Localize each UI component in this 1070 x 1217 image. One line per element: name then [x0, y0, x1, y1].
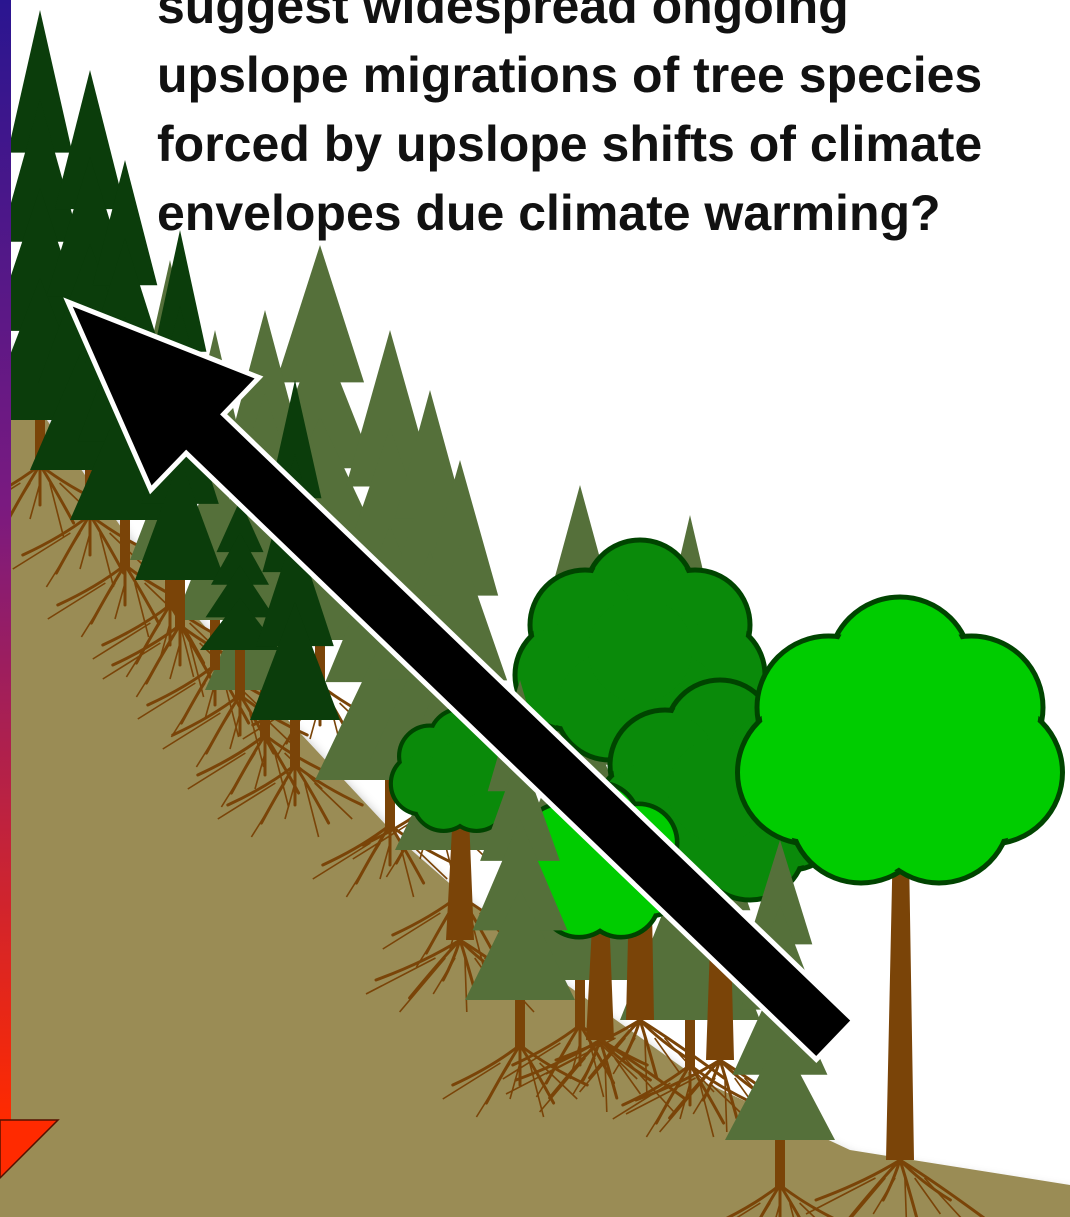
question-line-3: forced by upslope shifts of climate — [157, 116, 983, 172]
upslope-migration-arrow — [63, 297, 858, 1064]
temperature-gradient-bar — [0, 0, 60, 1180]
question-text: suggest widespread ongoing upslope migra… — [157, 0, 1070, 248]
conifer-tree — [465, 680, 575, 1050]
hillside-slope — [0, 330, 1070, 1217]
question-line-1: suggest widespread ongoing — [157, 0, 849, 34]
root-cluster — [805, 1158, 986, 1217]
question-line-2: upslope migrations of tree species — [157, 47, 983, 103]
broadleaf-tree — [735, 594, 1065, 1160]
root-cluster — [505, 1038, 686, 1113]
question-line-4: envelopes due climate warming? — [157, 185, 941, 241]
